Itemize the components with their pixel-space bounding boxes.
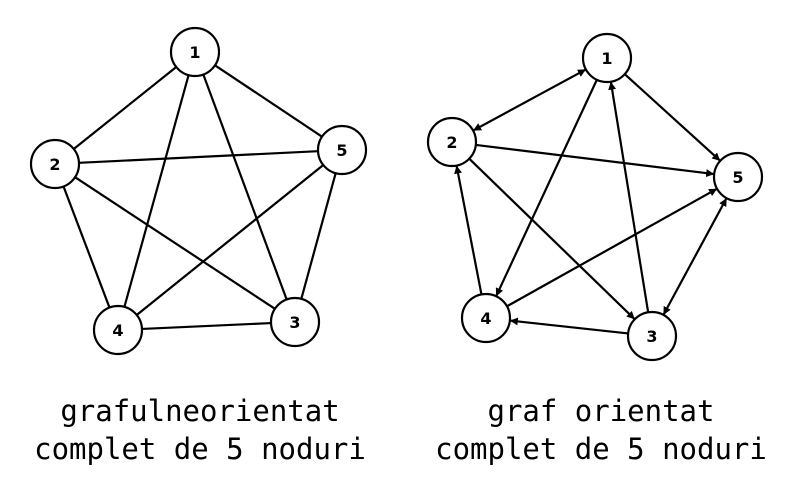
node-label: 2 [49, 155, 60, 174]
node-4: 4 [92, 304, 144, 356]
node-5: 5 [316, 124, 368, 176]
edge-3-4 [141, 321, 272, 331]
node-circle [626, 310, 678, 362]
arc-1-2 [472, 68, 587, 132]
node-4: 4 [460, 292, 512, 344]
node-label: 2 [446, 133, 457, 152]
node-circle [581, 32, 633, 84]
undirected-graph: 1 2 3 4 5 [29, 26, 368, 356]
edge-1-5 [214, 64, 323, 138]
node-label: 3 [646, 327, 657, 346]
undirected-graph-caption: grafulneorientat complet de 5 noduri [0, 392, 400, 468]
arc-2-3 [468, 157, 636, 321]
arc-3-4 [509, 317, 629, 335]
caption-line-2: complet de 5 noduri [34, 432, 366, 466]
arc-1-4 [495, 79, 598, 297]
node-circle [316, 124, 368, 176]
edge-1-2 [73, 66, 177, 150]
arc-3-5 [662, 197, 728, 316]
node-circle [92, 304, 144, 356]
node-1: 1 [169, 26, 221, 78]
edge-2-5 [78, 150, 319, 164]
directed-graph: 1 2 3 4 5 [426, 32, 764, 362]
node-label: 4 [480, 309, 491, 328]
arc-1-5 [624, 73, 721, 162]
node-label: 1 [189, 43, 200, 62]
caption-line-2: complet de 5 noduri [435, 432, 767, 466]
arc-4-5 [506, 187, 718, 308]
node-circle [712, 151, 764, 203]
node-label: 1 [601, 49, 612, 68]
node-3: 3 [626, 310, 678, 362]
node-1: 1 [581, 32, 633, 84]
directed-graph-caption: graf orientat complet de 5 noduri [401, 392, 800, 468]
edge-2-3 [74, 176, 276, 310]
node-label: 5 [336, 141, 347, 160]
arc-4-2 [454, 165, 483, 295]
edge-3-5 [300, 172, 337, 300]
edge-1-3 [202, 74, 288, 300]
node-label: 4 [112, 321, 123, 340]
edge-2-4 [62, 186, 111, 308]
node-circle [269, 296, 321, 348]
edge-1-4 [123, 74, 190, 308]
node-3: 3 [269, 296, 321, 348]
arc-2-5 [475, 143, 715, 178]
node-5: 5 [712, 151, 764, 203]
node-circle [426, 116, 478, 168]
arc-3-1 [608, 81, 650, 313]
edge-4-5 [136, 164, 324, 316]
node-2: 2 [426, 116, 478, 168]
node-circle [29, 138, 81, 190]
node-label: 5 [732, 168, 743, 187]
node-circle [169, 26, 221, 78]
caption-line-1: graf orientat [487, 394, 715, 428]
caption-line-1: grafulneorientat [60, 394, 340, 428]
node-2: 2 [29, 138, 81, 190]
node-circle [460, 292, 512, 344]
node-label: 3 [289, 313, 300, 332]
